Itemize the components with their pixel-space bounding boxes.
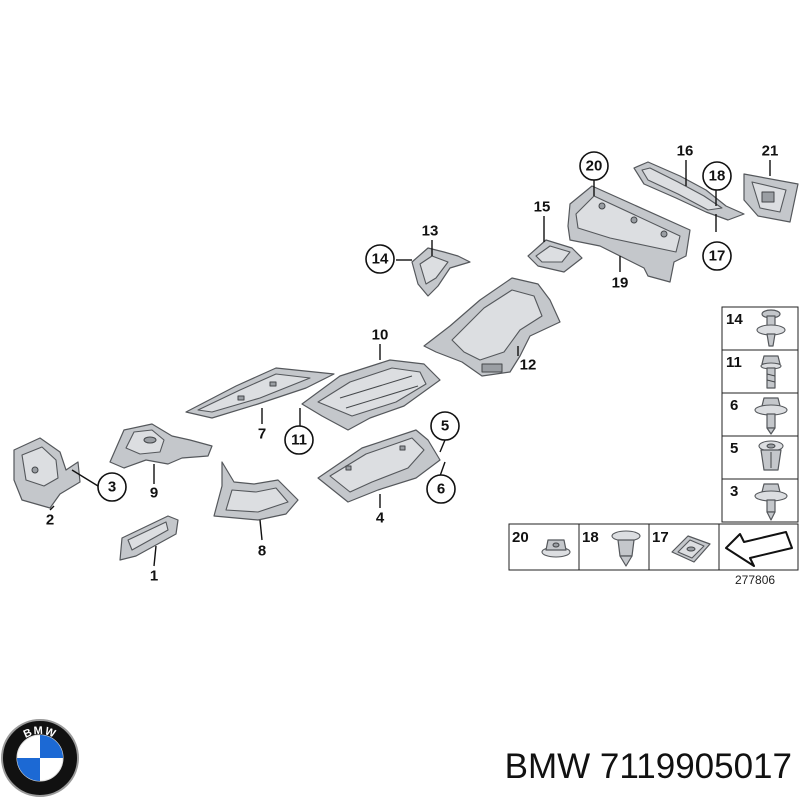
- part-number-caption: BMW 7119905017: [505, 747, 792, 786]
- callout-12: 12: [520, 357, 537, 374]
- callout-9: 9: [150, 485, 158, 502]
- fastener-legend-row: 20 18 17 277806: [508, 523, 799, 587]
- legend-label-3: 3: [730, 483, 738, 500]
- callout-19: 19: [612, 275, 629, 292]
- part-1-bracket: [119, 515, 179, 561]
- callout-13: 13: [422, 223, 439, 240]
- part-10-heat-shield: [301, 359, 441, 431]
- callout-14: 14: [372, 251, 389, 268]
- legend-label-20: 20: [512, 529, 529, 546]
- callout-20: 20: [586, 158, 603, 175]
- legend-label-17: 17: [652, 529, 669, 546]
- callout-5: 5: [441, 418, 449, 435]
- callout-2: 2: [46, 512, 54, 529]
- clip-nut-17-icon: [671, 535, 711, 563]
- legend-label-5: 5: [730, 440, 738, 457]
- callout-11: 11: [291, 432, 307, 449]
- callout-4: 4: [376, 510, 385, 527]
- part-4-heat-shield: [317, 429, 441, 503]
- fastener-legend-column: 14 11 6 5 3: [721, 306, 799, 523]
- legend-label-14: 14: [726, 311, 743, 328]
- part-8-heat-shield: [213, 461, 299, 521]
- legend-label-6: 6: [730, 397, 738, 414]
- direction-arrow-icon: [725, 531, 793, 567]
- legend-label-11: 11: [726, 354, 742, 371]
- nut-20-icon: [541, 539, 571, 558]
- callouts: 1 2 3 4 5 6 7 8 9 10 11 12 13 14 15 16 1…: [46, 143, 779, 585]
- part-21-bracket: [743, 173, 799, 223]
- callout-1: 1: [150, 568, 158, 585]
- bmw-logo: BMW: [1, 719, 79, 797]
- callout-10: 10: [372, 327, 389, 344]
- screw-3-icon: [754, 483, 788, 521]
- legend-label-18: 18: [582, 529, 599, 546]
- bolt-11-icon: [760, 355, 782, 389]
- callout-7: 7: [258, 426, 266, 443]
- callout-21: 21: [762, 143, 779, 160]
- nut-6-icon: [754, 397, 788, 435]
- expansion-nut-5-icon: [758, 440, 784, 471]
- part-13-bracket: [411, 247, 471, 297]
- callout-17: 17: [709, 248, 726, 265]
- part-12-heat-shield: [423, 277, 561, 377]
- callout-16: 16: [677, 143, 694, 160]
- part-19-heat-shield: [567, 185, 691, 283]
- leader-lines: [49, 160, 771, 567]
- part-2-heat-shield: [13, 437, 81, 509]
- screw-18-icon: [611, 530, 641, 567]
- part-9-heat-shield: [109, 423, 213, 469]
- callout-18: 18: [709, 168, 726, 185]
- callout-3: 3: [108, 479, 116, 496]
- bmw-logo-lettering: BMW: [22, 725, 58, 741]
- reference-number: 277806: [735, 573, 775, 587]
- part-7-heat-shield: [185, 367, 335, 419]
- part-15-bracket: [527, 239, 583, 273]
- callout-8: 8: [258, 543, 266, 560]
- clip-14-icon: [756, 309, 786, 347]
- callout-15: 15: [534, 199, 551, 216]
- callout-6: 6: [437, 481, 445, 498]
